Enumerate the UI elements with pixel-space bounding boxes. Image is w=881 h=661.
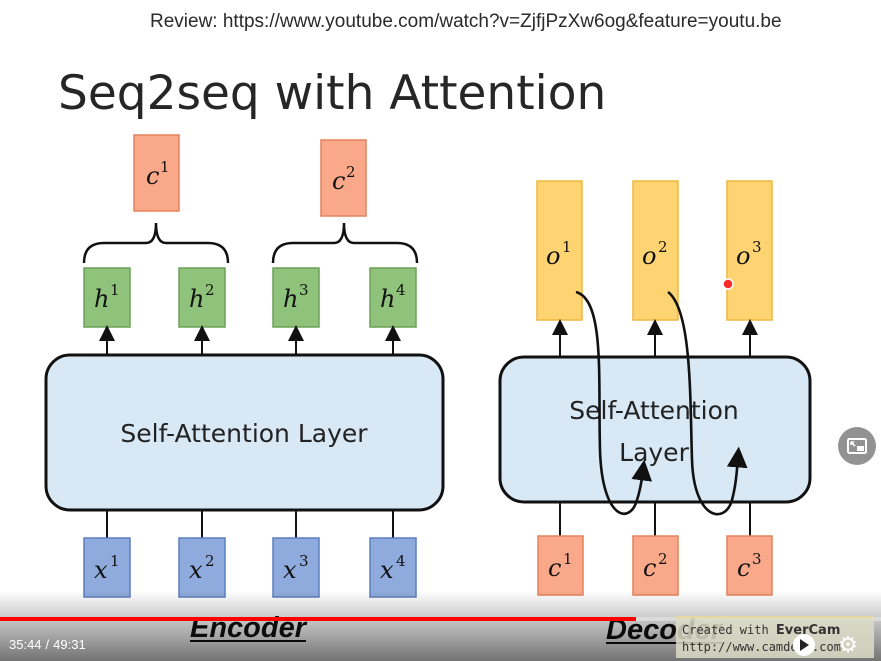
review-link-text: Review: https://www.youtube.com/watch?v=… [150,11,782,32]
time-display: 35:44/49:31 [9,637,86,652]
decoder-output-sup-1: 1 [562,238,572,256]
encoder-input-sup-2: 2 [205,552,215,570]
miniplayer-icon [847,438,867,454]
encoder-context-var-1: c [146,162,159,190]
encoder-context-var-2: c [332,167,345,195]
encoder-input-var-4: x [380,556,394,584]
encoder-context-sup-2: 2 [346,163,356,181]
encoder-hidden-var-2: h [189,285,204,313]
decoder-layer-label-line2: Layer [619,438,689,467]
encoder-brace-1 [82,222,230,264]
encoder-self-attention-layer [44,353,445,512]
encoder-hidden-box-4: h 4 [369,267,417,328]
decoder-output-var-1: o [546,242,560,270]
encoder-hidden-sup-2: 2 [205,281,215,299]
encoder-context-sup-1: 1 [160,158,170,176]
decoder-output-box-2: o 2 [632,180,679,321]
decoder-input-sup-3: 3 [752,550,762,568]
encoder-brace-2 [271,222,419,264]
encoder-hidden-sup-4: 4 [396,281,406,299]
play-icon [800,639,809,651]
gear-icon: ⚙ [838,632,858,657]
duration: 49:31 [53,637,86,652]
encoder-input-var-2: x [189,556,203,584]
encoder-hidden-var-1: h [94,285,109,313]
decoder-output-var-3: o [736,242,750,270]
decoder-layer-label-line1: Self-Attention [569,396,738,425]
time-separator: / [45,637,50,652]
encoder-input-box-4: x 4 [369,537,417,598]
encoder-layer-label: Self-Attention Layer [120,419,368,448]
decoder-output-sup-2: 2 [658,238,668,256]
encoder-hidden-box-1: h 1 [83,267,131,328]
decoder-self-attention-layer [498,355,812,504]
encoder-context-box-2: c 2 [320,139,367,217]
feedback-curve-1 [575,290,653,515]
decoder-input-var-3: c [737,554,750,582]
current-time: 35:44 [9,637,42,652]
decoder-input-var-2: c [643,554,656,582]
slide-title: Seq2seq with Attention [58,66,607,121]
encoder-input-box-3: x 3 [272,537,320,598]
laser-pointer-dot [722,278,734,290]
progress-bar[interactable] [0,617,881,621]
play-button[interactable] [793,634,815,656]
decoder-input-var-1: c [548,554,561,582]
encoder-input-var-3: x [283,556,297,584]
encoder-input-box-2: x 2 [178,537,226,598]
miniplayer-button[interactable] [838,427,876,465]
encoder-hidden-sup-1: 1 [110,281,120,299]
encoder-input-sup-1: 1 [110,552,120,570]
decoder-input-sup-1: 1 [563,550,573,568]
watermark-prefix: Created with [682,623,776,637]
encoder-hidden-var-3: h [283,285,298,313]
encoder-hidden-sup-3: 3 [299,281,309,299]
watermark-brand: EverCam [775,623,841,638]
feedback-curve-2 [667,290,748,516]
encoder-input-var-1: x [94,556,108,584]
encoder-hidden-box-3: h 3 [272,267,320,328]
encoder-hidden-box-2: h 2 [178,267,226,328]
decoder-output-box-3: o 3 [726,180,773,321]
decoder-input-box-2: c 2 [632,535,679,596]
decoder-input-box-1: c 1 [537,535,584,596]
decoder-output-sup-3: 3 [752,238,762,256]
settings-button[interactable]: ⚙ [836,633,860,657]
decoder-output-var-2: o [642,242,656,270]
encoder-hidden-var-4: h [380,285,395,313]
encoder-input-sup-4: 4 [396,552,406,570]
decoder-input-box-3: c 3 [726,535,773,596]
progress-bar-fill [0,617,637,621]
encoder-input-box-1: x 1 [83,537,131,598]
decoder-input-sup-2: 2 [658,550,668,568]
decoder-output-box-1: o 1 [536,180,583,321]
encoder-input-sup-3: 3 [299,552,309,570]
encoder-context-box-1: c 1 [133,134,180,212]
